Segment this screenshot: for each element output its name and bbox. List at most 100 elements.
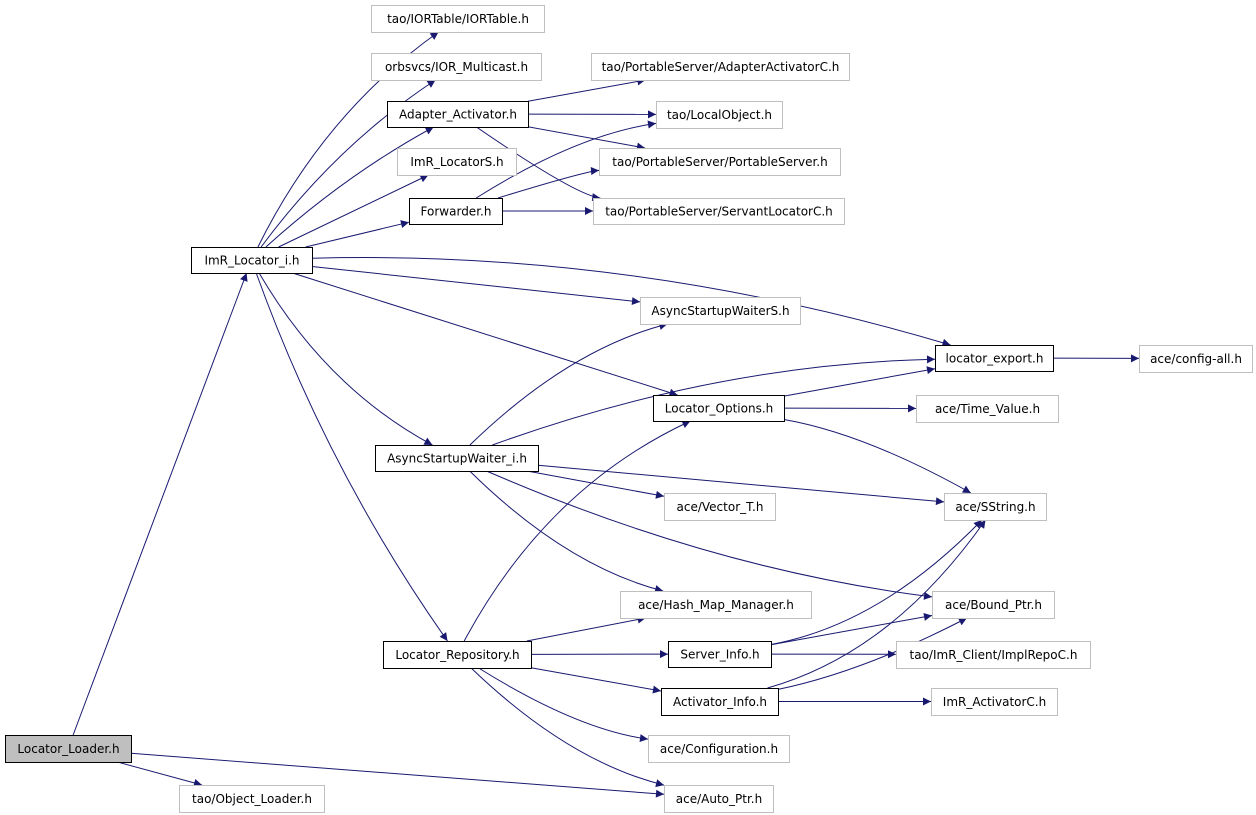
edge-locator-options-to-sstring bbox=[783, 419, 972, 494]
node-box bbox=[179, 785, 325, 813]
edge-imr-locator-i-to-locator-repository bbox=[255, 272, 448, 642]
node-box bbox=[656, 101, 783, 129]
node-label: tao/PortableServer/PortableServer.h bbox=[612, 155, 827, 169]
node-configuration: ace/Configuration.h bbox=[648, 735, 790, 763]
node-label: ImR_ActivatorC.h bbox=[943, 695, 1046, 709]
edge-imr-locator-i-to-adapter-activator bbox=[265, 126, 434, 248]
node-box bbox=[653, 395, 785, 422]
node-label: tao/PortableServer/AdapterActivatorC.h bbox=[602, 60, 840, 74]
edge-server-info-to-bound-ptr bbox=[770, 612, 933, 646]
node-box bbox=[409, 198, 503, 225]
node-sstring: ace/SString.h bbox=[944, 493, 1047, 521]
node-label: tao/LocalObject.h bbox=[667, 108, 772, 122]
edge-async-waiter-i-to-locator-export bbox=[492, 355, 936, 446]
edge-imr-locator-i-to-locator-export bbox=[311, 257, 951, 347]
node-iortable: tao/IORTable/IORTable.h bbox=[371, 5, 545, 33]
edge-imr-locator-i-to-locator-options bbox=[292, 272, 678, 397]
edge-imr-locator-i-to-async-waiter-i bbox=[258, 272, 433, 446]
node-box bbox=[371, 53, 542, 81]
edge-imr-locator-i-to-imr-locators bbox=[278, 174, 429, 248]
edge-locator-repository-to-activator-info bbox=[530, 667, 662, 694]
node-box bbox=[896, 641, 1091, 669]
node-box bbox=[191, 247, 313, 274]
node-box bbox=[935, 345, 1054, 372]
node-async-waiter-i[interactable]: AsyncStartupWaiter_i.h bbox=[375, 445, 539, 472]
edge-activator-info-to-bound-ptr bbox=[777, 617, 968, 690]
node-adapter-activator[interactable]: Adapter_Activator.h bbox=[387, 101, 529, 128]
node-label: ImR_Locator_i.h bbox=[204, 254, 299, 268]
node-box bbox=[387, 101, 529, 128]
node-ior-multicast: orbsvcs/IOR_Multicast.h bbox=[371, 53, 542, 81]
node-label: tao/Object_Loader.h bbox=[192, 792, 312, 806]
node-label: AsyncStartupWaiterS.h bbox=[651, 304, 789, 318]
edge-adapter-activator-to-servant-locator-c bbox=[476, 126, 601, 202]
edge-imr-locator-i-to-ior-multicast bbox=[260, 79, 436, 248]
node-box bbox=[664, 785, 774, 813]
node-label: ace/Configuration.h bbox=[660, 742, 778, 756]
node-box bbox=[383, 641, 532, 669]
node-locator-export[interactable]: locator_export.h bbox=[935, 345, 1054, 372]
edge-adapter-activator-to-adapter-activator-c bbox=[527, 77, 646, 102]
node-label: Forwarder.h bbox=[421, 205, 492, 219]
node-layer: Locator_Loader.h ImR_Locator_i.h tao/Objec… bbox=[5, 5, 1253, 813]
node-implrepo-c: tao/ImR_Client/ImplRepoC.h bbox=[896, 641, 1091, 669]
node-label: orbsvcs/IOR_Multicast.h bbox=[385, 60, 528, 74]
node-imr-locator-i[interactable]: ImR_Locator_i.h bbox=[191, 247, 313, 274]
edge-forwarder-to-local-object bbox=[475, 120, 657, 199]
node-label: ImR_LocatorS.h bbox=[410, 155, 503, 169]
node-label: tao/PortableServer/ServantLocatorC.h bbox=[605, 205, 833, 219]
edge-locator-repository-to-locator-options bbox=[463, 420, 691, 642]
edge-activator-info-to-sstring bbox=[767, 519, 986, 689]
node-box bbox=[593, 198, 845, 225]
node-async-waiter-s: AsyncStartupWaiterS.h bbox=[640, 297, 801, 325]
edge-locator-options-to-locator-export bbox=[783, 366, 936, 397]
node-label: Locator_Options.h bbox=[665, 402, 773, 416]
edge-locator-repository-to-auto-ptr bbox=[470, 667, 665, 788]
edge-locator-loader-to-imr-locator-i bbox=[72, 272, 248, 736]
edge-async-waiter-i-to-bound-ptr bbox=[486, 470, 933, 600]
node-label: Locator_Loader.h bbox=[17, 742, 119, 756]
node-box bbox=[916, 395, 1059, 423]
node-locator-loader[interactable]: Locator_Loader.h bbox=[5, 735, 132, 763]
node-box bbox=[648, 735, 790, 763]
node-box bbox=[664, 493, 776, 521]
node-auto-ptr: ace/Auto_Ptr.h bbox=[664, 785, 774, 813]
node-box bbox=[599, 148, 841, 176]
edge-imr-locator-i-to-async-waiter-s bbox=[311, 266, 641, 306]
node-vector-t: ace/Vector_T.h bbox=[664, 493, 776, 521]
node-label: tao/IORTable/IORTable.h bbox=[387, 12, 529, 26]
node-box bbox=[397, 148, 517, 176]
node-config-all: ace/config-all.h bbox=[1139, 345, 1253, 373]
node-box bbox=[371, 5, 545, 33]
node-label: ace/Hash_Map_Manager.h bbox=[638, 598, 794, 612]
node-adapter-activator-c: tao/PortableServer/AdapterActivatorC.h bbox=[591, 53, 850, 81]
node-box bbox=[932, 591, 1055, 619]
node-servant-locator-c: tao/PortableServer/ServantLocatorC.h bbox=[593, 198, 845, 225]
edge-async-waiter-i-to-async-waiter-s bbox=[469, 322, 668, 446]
node-bound-ptr: ace/Bound_Ptr.h bbox=[932, 591, 1055, 619]
edge-locator-loader-to-object-loader bbox=[117, 761, 203, 787]
node-hash-map: ace/Hash_Map_Manager.h bbox=[620, 591, 812, 619]
node-locator-repository[interactable]: Locator_Repository.h bbox=[383, 641, 532, 669]
node-box bbox=[1139, 345, 1253, 373]
node-label: ace/Bound_Ptr.h bbox=[945, 598, 1042, 612]
node-label: AsyncStartupWaiter_i.h bbox=[387, 452, 527, 466]
node-local-object: tao/LocalObject.h bbox=[656, 101, 783, 129]
node-activator-info[interactable]: Activator_Info.h bbox=[661, 688, 779, 716]
node-imr-activator-c: ImR_ActivatorC.h bbox=[931, 688, 1058, 716]
node-label: ace/config-all.h bbox=[1150, 352, 1242, 366]
node-box bbox=[375, 445, 539, 472]
node-label: ace/Vector_T.h bbox=[677, 500, 764, 514]
node-label: Locator_Repository.h bbox=[395, 648, 519, 662]
node-time-value: ace/Time_Value.h bbox=[916, 395, 1059, 423]
node-box bbox=[944, 493, 1047, 521]
node-server-info[interactable]: Server_Info.h bbox=[668, 641, 772, 668]
node-box bbox=[620, 591, 812, 619]
edge-adapter-activator-to-portable-server bbox=[527, 126, 646, 151]
node-locator-options[interactable]: Locator_Options.h bbox=[653, 395, 785, 422]
node-forwarder[interactable]: Forwarder.h bbox=[409, 198, 503, 225]
node-label: ace/SString.h bbox=[955, 500, 1035, 514]
edge-locator-repository-to-configuration bbox=[478, 667, 649, 743]
node-label: Activator_Info.h bbox=[673, 695, 767, 709]
